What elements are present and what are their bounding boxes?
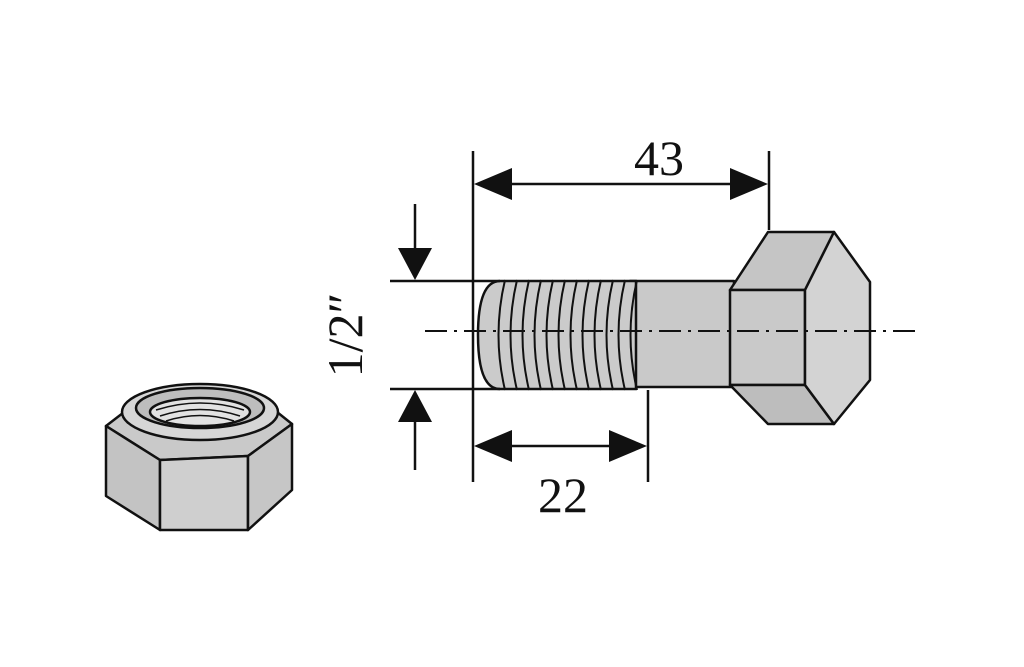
dimension-thread-length — [474, 390, 650, 482]
bolt-head-side — [803, 230, 872, 426]
nut-inner-thread — [155, 402, 245, 422]
arrowhead-up — [398, 390, 432, 422]
arrowhead-left-43 — [474, 168, 512, 200]
dimension-diameter — [390, 204, 500, 470]
arrowhead-right-43 — [730, 168, 768, 200]
arrowhead-down — [398, 248, 432, 280]
thread-length-label: 22 — [538, 467, 588, 523]
nut-bore — [148, 396, 252, 428]
nut — [104, 382, 294, 532]
diameter-label: 1/2″ — [317, 293, 373, 378]
bolt-head — [728, 230, 872, 426]
bolt-shank — [628, 279, 736, 389]
arrowhead-left-22 — [474, 430, 512, 462]
bolt — [476, 230, 872, 426]
nut-side-front — [158, 454, 250, 532]
bolt-head-front — [728, 288, 807, 387]
bolt-thread-lines — [497, 279, 638, 391]
arrowhead-right-22 — [609, 430, 647, 462]
dimension-overall-length — [471, 151, 771, 482]
nut-side-right — [246, 422, 294, 532]
overall-length-label: 43 — [634, 130, 684, 186]
